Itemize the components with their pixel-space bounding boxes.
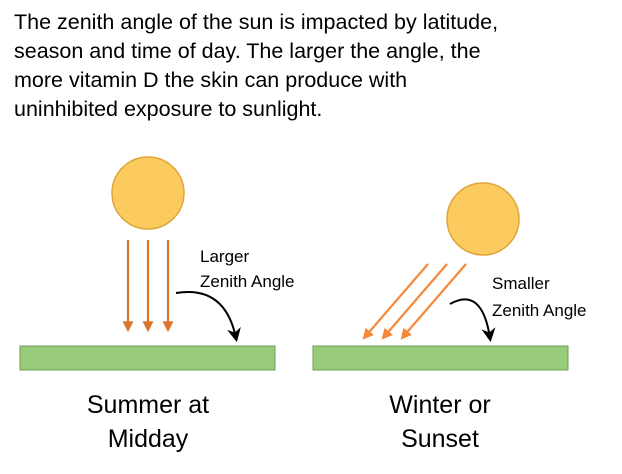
intro-line: The zenith angle of the sun is impacted … [14, 10, 499, 34]
sun-icon [111, 156, 185, 230]
panel-caption: Sunset [401, 425, 479, 453]
panel-caption: Winter or [389, 391, 490, 419]
intro-line: more vitamin D the skin can produce with [14, 68, 408, 92]
angle-label: Smaller [492, 274, 550, 293]
angle-label: Larger [200, 247, 249, 266]
angle-label: Zenith Angle [492, 301, 587, 320]
left-panel: Larger Zenith Angle Summer at Midday [19, 156, 295, 453]
angle-label: Zenith Angle [200, 272, 295, 291]
sun-ray [381, 263, 448, 340]
intro-text: The zenith angle of the sun is impacted … [14, 8, 614, 124]
right-panel: Smaller Zenith Angle Winter or Sunset [312, 182, 587, 453]
panel-caption: Midday [108, 425, 189, 453]
intro-line: uninhibited exposure to sunlight. [14, 97, 323, 121]
ground-surface [312, 345, 569, 371]
sun-icon [446, 182, 520, 256]
angle-arrow [449, 298, 496, 343]
ground-surface [19, 345, 276, 371]
intro-line: season and time of day. The larger the a… [14, 39, 481, 63]
sun-ray [400, 263, 467, 340]
angle-arrow [175, 291, 241, 343]
panel-caption: Summer at [87, 391, 209, 419]
sun-ray [362, 263, 429, 340]
